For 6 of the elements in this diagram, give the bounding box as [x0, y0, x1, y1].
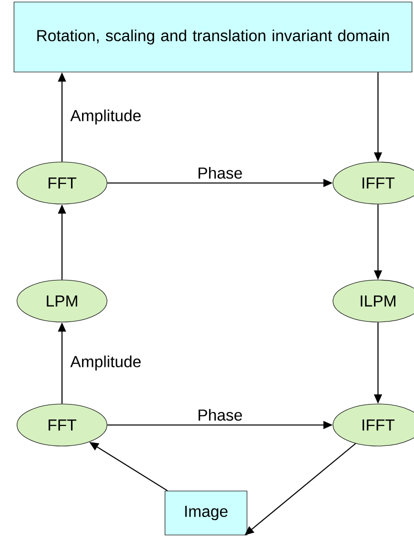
edge-label: Amplitude: [70, 110, 141, 124]
process-box: Image: [164, 490, 248, 536]
edge-label: Phase: [198, 167, 242, 179]
edge-label: Phase: [198, 409, 242, 421]
edge-label: Amplitude: [70, 356, 141, 370]
process-box: Rotation, scaling and translation invariant domain: [14, 2, 412, 72]
